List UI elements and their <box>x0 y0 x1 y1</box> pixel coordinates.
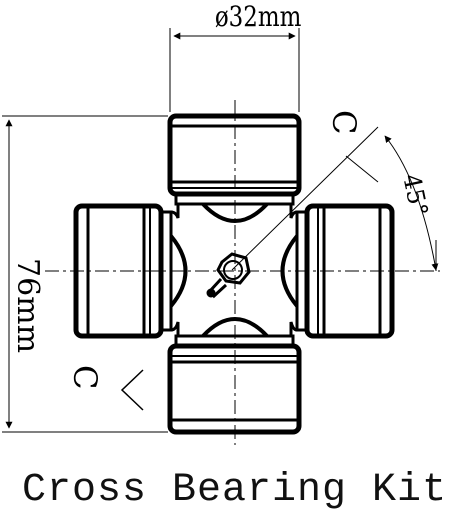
diameter-label: ø32mm <box>215 1 302 34</box>
cross-body <box>169 202 299 338</box>
product-caption: Cross Bearing Kit 1 <box>22 468 475 513</box>
diameter-dimension <box>169 28 300 112</box>
length-label: 76mm <box>10 258 45 353</box>
left-bearing-cap <box>73 203 173 339</box>
section-mark-top: C <box>325 110 363 134</box>
chamfer-angle-label: 45° <box>397 171 433 218</box>
length-dimension <box>2 115 168 433</box>
right-bearing-cap <box>295 203 395 339</box>
bottom-bearing-cap <box>167 334 302 435</box>
top-bearing-cap <box>167 113 302 206</box>
chamfer-leader <box>120 126 439 411</box>
center-lines <box>45 100 440 445</box>
section-mark-bottom: C <box>66 365 104 389</box>
